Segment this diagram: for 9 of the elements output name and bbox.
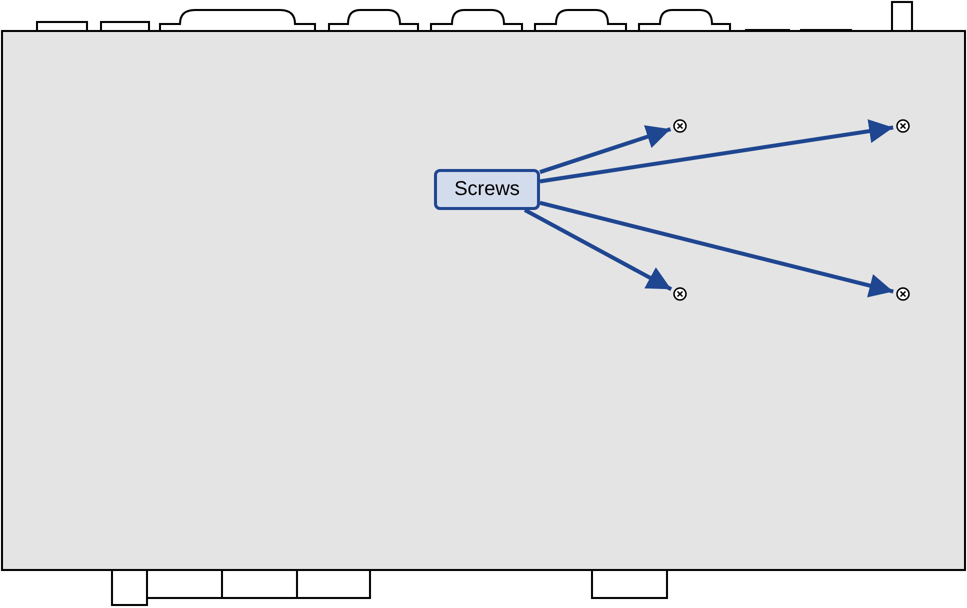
arrow <box>539 125 672 174</box>
callout-label: Screws <box>434 169 540 210</box>
arrow <box>540 119 894 184</box>
arrow <box>524 208 672 291</box>
screw-icon <box>896 119 910 133</box>
screw-icon <box>673 119 687 133</box>
arrow <box>540 200 894 298</box>
screw-icon <box>673 287 687 301</box>
screw-icon <box>896 287 910 301</box>
